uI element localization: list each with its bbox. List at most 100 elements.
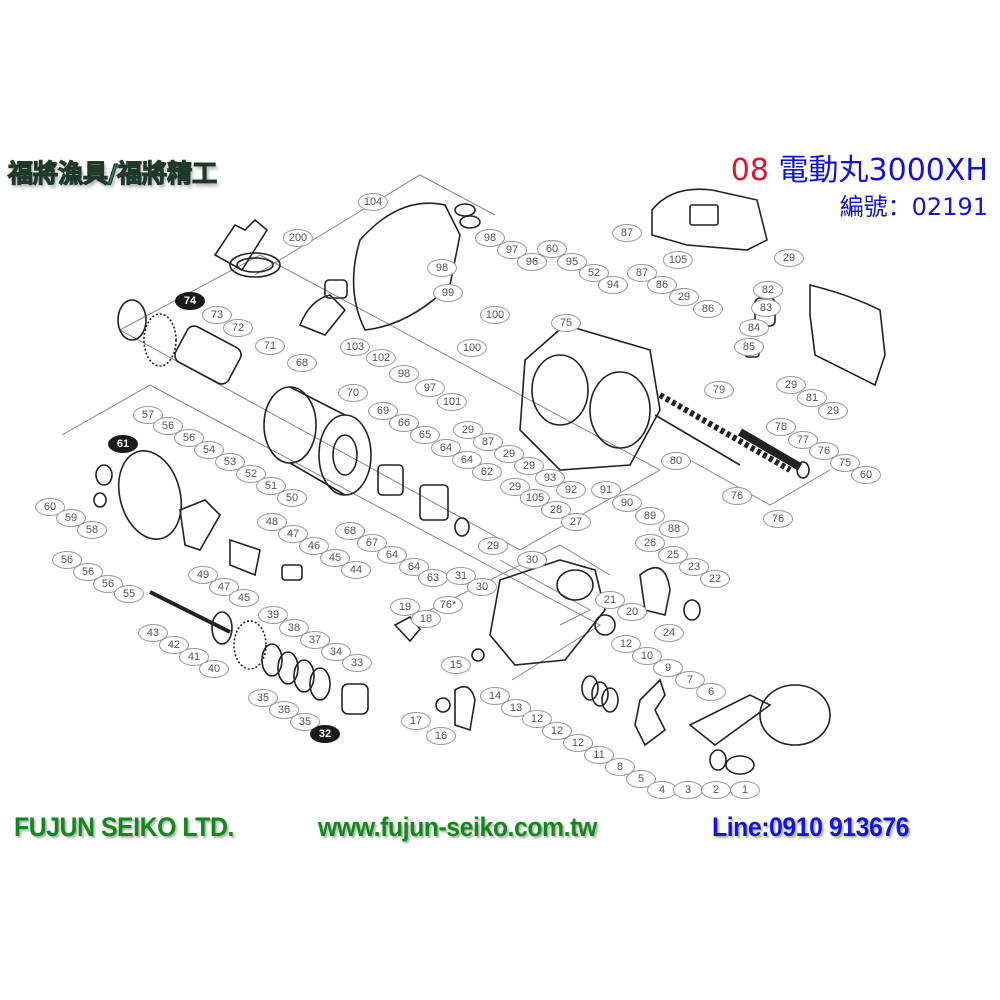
part-callout: 45 (229, 589, 259, 607)
part-callout: 100 (479, 306, 511, 324)
part-callout: 102 (365, 349, 397, 367)
part-callout: 84 (739, 319, 769, 337)
part-callout: 60 (35, 498, 65, 516)
part-callout: 26 (635, 534, 665, 552)
part-callout: 29 (774, 249, 804, 267)
counter-display-part-icon (651, 188, 768, 251)
drag-part-icon (377, 464, 470, 537)
part-callout: 13 (501, 699, 531, 717)
handle-star-drag-part-icon (581, 675, 831, 775)
part-callout: 98 (389, 365, 419, 383)
part-callout: 9 (653, 659, 683, 677)
cast-control-part-icon (594, 566, 701, 636)
part-callout: 87 (473, 433, 503, 451)
part-callout: 76 (809, 442, 839, 460)
part-callout: 10 (632, 647, 662, 665)
part-callout: 12 (611, 635, 641, 653)
part-callout: 56 (73, 563, 103, 581)
part-callout: 64 (431, 439, 461, 457)
part-callout: 5 (626, 770, 656, 788)
part-callout: 77 (788, 431, 818, 449)
part-callout: 85 (734, 338, 764, 356)
part-callout: 12 (522, 710, 552, 728)
part-callout: 103 (339, 338, 371, 356)
part-callout: 44 (341, 561, 371, 579)
part-callout: 76 (763, 510, 793, 528)
part-callout: 8 (605, 758, 635, 776)
part-callout: 81 (797, 389, 827, 407)
clutch-part-icon (179, 499, 303, 581)
part-callout: 29 (514, 457, 544, 475)
part-callout: 56 (153, 417, 183, 435)
part-callout: 7 (675, 671, 705, 689)
part-callout: 61 (108, 435, 138, 453)
part-callout: 35 (290, 713, 320, 731)
part-callout: 95 (557, 253, 587, 271)
part-callout: 60 (537, 240, 567, 258)
part-callout: 30 (467, 578, 497, 596)
part-callout: 100 (456, 339, 488, 357)
part-callout: 64 (452, 451, 482, 469)
main-gear-shaft-part-icon (149, 590, 369, 715)
part-callout: 14 (480, 687, 510, 705)
part-callout: 78 (766, 418, 796, 436)
model-title: 08 電動丸3000XH (731, 145, 988, 189)
part-callout: 6 (696, 683, 726, 701)
part-callout: 105 (519, 489, 551, 507)
part-callout: 66 (389, 414, 419, 432)
part-callout: 56 (52, 551, 82, 569)
part-callout: 4 (647, 781, 677, 799)
website-link[interactable]: www.fujun-seiko.com.tw (318, 812, 597, 842)
small-parts-icon (393, 615, 485, 732)
part-callout: 97 (497, 241, 527, 259)
group-bracket-lines (61, 174, 831, 681)
part-callout: 93 (535, 469, 565, 487)
part-callout: 104 (357, 193, 389, 211)
part-callout: 12 (563, 734, 593, 752)
part-callout: 87 (612, 224, 642, 242)
part-callout: 76 (722, 487, 752, 505)
part-callout: 29 (818, 402, 848, 420)
part-callout: 23 (679, 558, 709, 576)
part-callout: 29 (453, 421, 483, 439)
footer-contact-bar: FUJUN SEIKO LTD. www.fujun-seiko.com.tw … (0, 812, 1000, 856)
part-callout: 76* (433, 596, 463, 614)
part-callout: 80 (661, 452, 691, 470)
company-name: FUJUN SEIKO LTD. (14, 812, 234, 842)
part-callout: 71 (255, 337, 285, 355)
part-callout: 19 (390, 598, 420, 616)
part-callout: 29 (494, 445, 524, 463)
right-side-cover-part-icon (489, 559, 606, 666)
part-callout: 20 (617, 603, 647, 621)
line-contact: Line:0910 913676 (712, 812, 910, 842)
part-callout: 55 (114, 585, 144, 603)
part-callout: 45 (320, 549, 350, 567)
part-callout: 58 (77, 521, 107, 539)
part-callout: 89 (635, 507, 665, 525)
part-callout: 18 (411, 610, 441, 628)
part-callout: 31 (446, 567, 476, 585)
part-callout: 35 (248, 689, 278, 707)
part-callout: 64 (377, 546, 407, 564)
part-callout: 51 (256, 477, 286, 495)
part-callout: 52 (236, 465, 266, 483)
part-callout: 40 (199, 660, 229, 678)
part-callout: 53 (215, 453, 245, 471)
part-callout: 60 (851, 466, 881, 484)
part-callout: 105 (662, 251, 694, 269)
part-callout: 47 (278, 525, 308, 543)
part-callout: 101 (436, 393, 468, 411)
power-plug-part-icon (298, 279, 348, 336)
part-callout: 59 (56, 509, 86, 527)
part-callout: 98 (475, 229, 505, 247)
part-callout: 29 (478, 537, 508, 555)
part-callout: 92 (556, 481, 586, 499)
part-callout: 29 (776, 376, 806, 394)
part-callout: 32 (310, 725, 340, 743)
model-name: 電動丸3000XH (778, 153, 988, 188)
model-code: 編號：02191 (839, 193, 988, 221)
clamp-part-icon (213, 218, 281, 278)
part-callout: 34 (321, 643, 351, 661)
part-callout: 25 (658, 546, 688, 564)
brand-name-chinese: 福將漁具/福將精工 (7, 158, 218, 188)
